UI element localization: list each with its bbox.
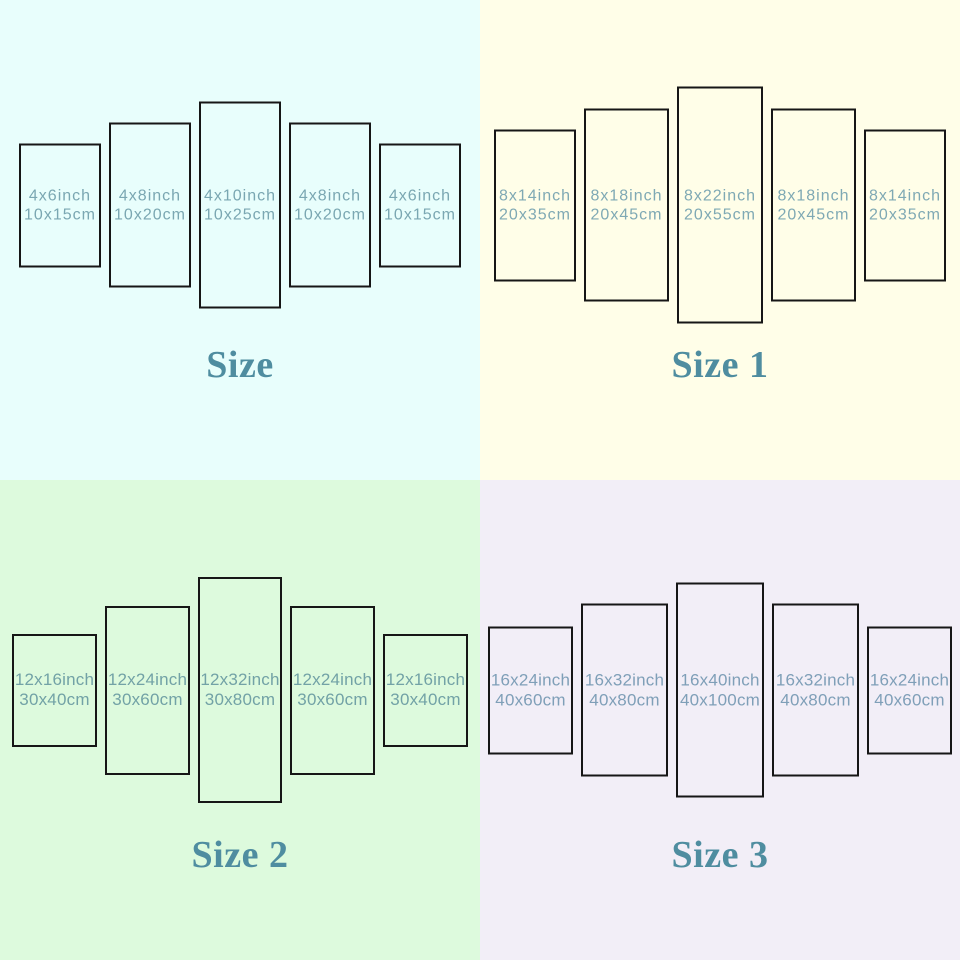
panel-size-inch: 4x8inch (298, 187, 362, 204)
panel-size-label: 12x24inch 30x60cm (293, 670, 372, 710)
panel-size-label: 12x24inch 30x60cm (108, 670, 187, 710)
quadrant-title: Size 3 (671, 834, 769, 876)
panel: 8x18inch 20x45cm (771, 108, 856, 302)
panel-size-inch: 4x6inch (388, 187, 452, 204)
panel-size-cm: 20x45cm (590, 206, 663, 223)
panel-size-label: 12x32inch 30x80cm (200, 670, 279, 710)
panel: 4x8inch 10x20cm (109, 122, 191, 288)
panel-size-label: 8x18inch 20x45cm (590, 186, 662, 224)
panel-row: 4x6inch 10x15cm 4x8inch 10x20cm 4x10inch… (19, 101, 461, 309)
panel-size-label: 4x6inch 10x15cm (24, 186, 96, 224)
panel-size-label: 16x32inch 40x80cm (776, 670, 855, 710)
panel-size-inch: 4x6inch (28, 187, 92, 204)
panel-size-label: 16x32inch 40x80cm (585, 670, 664, 710)
panel-size-label: 8x14inch 20x35cm (499, 186, 571, 224)
panel: 8x14inch 20x35cm (494, 129, 576, 281)
panel: 8x22inch 20x55cm (677, 86, 763, 324)
panel-size-inch: 12x32inch (200, 670, 280, 689)
panel: 12x16inch 30x40cm (383, 633, 468, 747)
panel-size-label: 4x8inch 10x20cm (294, 186, 366, 224)
panel-size-cm: 10x25cm (204, 206, 276, 223)
panel-size-inch: 12x24inch (292, 670, 373, 689)
quadrant-size: 4x6inch 10x15cm 4x8inch 10x20cm 4x10inch… (0, 0, 480, 480)
panel-size-inch: 16x32inch (584, 670, 665, 689)
panel-size-inch: 12x16inch (385, 670, 466, 689)
panel-row: 12x16inch 30x40cm 12x24inch 30x60cm 12x3… (12, 577, 468, 803)
panel-size-cm: 10x20cm (114, 206, 186, 223)
panel-size-inch: 4x10inch (203, 187, 277, 204)
panel-size-cm: 40x80cm (780, 690, 851, 709)
panel: 16x24inch 40x60cm (867, 626, 952, 754)
panel-size-label: 12x16inch 30x40cm (386, 670, 465, 710)
panel-size-cm: 30x40cm (390, 690, 461, 709)
panel-size-inch: 16x40inch (680, 670, 760, 689)
panel-size-inch: 16x32inch (775, 670, 856, 689)
panel-size-cm: 20x35cm (869, 206, 941, 223)
panel-size-label: 8x14inch 20x35cm (869, 186, 941, 224)
panel: 4x6inch 10x15cm (379, 143, 461, 267)
panel: 8x18inch 20x45cm (584, 108, 669, 302)
panel-size-label: 12x16inch 30x40cm (15, 670, 94, 710)
panel: 12x16inch 30x40cm (12, 633, 97, 747)
panel-size-cm: 40x60cm (874, 690, 945, 709)
panel: 16x24inch 40x60cm (488, 626, 573, 754)
panel-size-inch: 8x18inch (777, 187, 850, 204)
panel-row: 16x24inch 40x60cm 16x32inch 40x80cm 16x4… (488, 582, 952, 798)
panel-size-label: 8x22inch 20x55cm (684, 186, 756, 224)
panel-size-inch: 12x16inch (14, 670, 95, 689)
panel: 12x24inch 30x60cm (105, 605, 190, 775)
panel: 4x8inch 10x20cm (289, 122, 371, 288)
panel: 8x14inch 20x35cm (864, 129, 946, 281)
panel: 16x32inch 40x80cm (772, 603, 859, 777)
panel-size-cm: 10x15cm (384, 206, 456, 223)
panel: 4x6inch 10x15cm (19, 143, 101, 267)
panel-size-cm: 10x20cm (294, 206, 366, 223)
panel: 16x32inch 40x80cm (581, 603, 668, 777)
panel-size-inch: 16x24inch (490, 670, 571, 689)
panel-size-inch: 8x14inch (498, 187, 572, 204)
panel-size-label: 4x8inch 10x20cm (114, 186, 186, 224)
quadrant-title: Size 1 (671, 344, 769, 386)
quadrant-title: Size (206, 344, 274, 386)
panel-size-cm: 30x60cm (297, 690, 368, 709)
panel-size-inch: 8x14inch (868, 187, 942, 204)
panel-size-cm: 30x80cm (204, 690, 276, 709)
panel-size-label: 16x40inch 40x100cm (680, 670, 760, 710)
panel-size-cm: 30x60cm (112, 690, 183, 709)
quadrant-size-1: 8x14inch 20x35cm 8x18inch 20x45cm 8x22in… (480, 0, 960, 480)
quadrant-size-3: 16x24inch 40x60cm 16x32inch 40x80cm 16x4… (480, 480, 960, 960)
panel-size-cm: 20x35cm (499, 206, 571, 223)
quadrant-size-2: 12x16inch 30x40cm 12x24inch 30x60cm 12x3… (0, 480, 480, 960)
panel: 12x32inch 30x80cm (198, 577, 282, 803)
panel-size-inch: 4x8inch (118, 187, 182, 204)
quadrant-title: Size 2 (191, 834, 289, 876)
panel-size-label: 16x24inch 40x60cm (870, 670, 949, 710)
panel: 16x40inch 40x100cm (676, 582, 764, 798)
panel-size-label: 16x24inch 40x60cm (491, 670, 570, 710)
panel-size-label: 4x6inch 10x15cm (384, 186, 456, 224)
panel-size-cm: 40x100cm (679, 690, 761, 709)
panel-size-label: 8x18inch 20x45cm (777, 186, 849, 224)
panel-size-cm: 10x15cm (24, 206, 96, 223)
panel-size-cm: 40x80cm (589, 690, 660, 709)
panel-size-inch: 8x18inch (590, 187, 663, 204)
panel: 12x24inch 30x60cm (290, 605, 375, 775)
panel-size-cm: 30x40cm (19, 690, 90, 709)
panel-size-label: 4x10inch 10x25cm (204, 186, 276, 224)
panel-size-cm: 40x60cm (495, 690, 566, 709)
panel-size-inch: 8x22inch (683, 187, 757, 204)
panel: 4x10inch 10x25cm (199, 101, 281, 309)
panel-size-cm: 20x55cm (684, 206, 756, 223)
panel-size-inch: 12x24inch (107, 670, 188, 689)
panel-row: 8x14inch 20x35cm 8x18inch 20x45cm 8x22in… (494, 86, 946, 324)
panel-size-cm: 20x45cm (777, 206, 850, 223)
panel-size-inch: 16x24inch (869, 670, 950, 689)
